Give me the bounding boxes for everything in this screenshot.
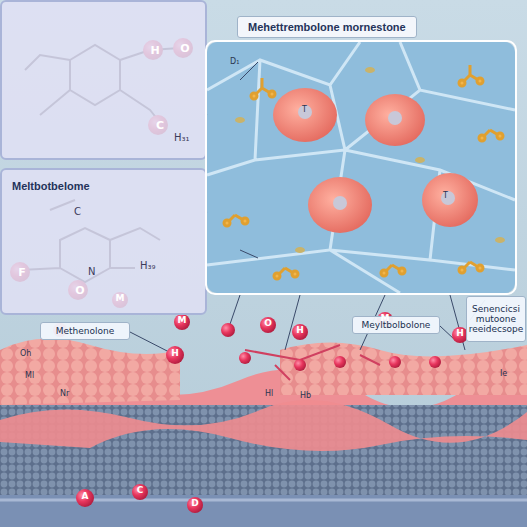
atom-label: H₃₉ — [140, 260, 156, 271]
box-label: Methenolone — [56, 326, 115, 336]
atom-letter: D — [188, 499, 202, 508]
atom-letter: M — [113, 294, 127, 303]
atom-letter: M — [378, 314, 392, 323]
panel-heading: Meltbotbelome — [12, 180, 90, 192]
label-box: Meyltbolbolone — [352, 316, 440, 334]
atom-letter: M — [175, 316, 189, 325]
atom-letter: A — [78, 492, 92, 501]
annotation: Ml — [25, 372, 34, 380]
annotation: Oh — [20, 350, 31, 358]
box-label: Senencicsi mutoone reeidecsope — [467, 304, 525, 334]
label-box: Methenolone — [40, 322, 130, 340]
panel-heading: Mehettrembolone mornestone — [237, 16, 417, 38]
annotation: D₁ — [230, 58, 239, 66]
annotation: Hb — [300, 392, 311, 400]
label-box: Senencicsi mutoone reeidecsope — [466, 296, 526, 342]
atom-letter: C — [133, 486, 147, 495]
structure-panel: MeltbotbelomeC F NO H₃₉ — [0, 168, 207, 315]
annotation: T — [443, 192, 448, 200]
atom-label: C — [152, 120, 168, 132]
annotation: Ie — [500, 370, 507, 378]
atom-letter: H — [168, 349, 182, 358]
cell-panel: Mehettrembolone mornestone — [205, 40, 517, 295]
atom-label: N — [88, 266, 95, 277]
structure-panel: H O C H₃₁ — [0, 0, 207, 160]
box-label: Meyltbolbolone — [362, 320, 431, 330]
annotation: Nr — [60, 390, 69, 398]
atom-letter: H — [293, 326, 307, 335]
annotation: T — [302, 106, 307, 114]
atom-letter: O — [261, 319, 275, 328]
atom-label: H — [147, 45, 163, 57]
atom-label: O — [72, 285, 88, 297]
atom-label: F — [14, 267, 30, 279]
atom-label: C — [74, 206, 81, 217]
atom-label: O — [177, 43, 193, 55]
annotation: Hl — [265, 390, 273, 398]
atom-label: H₃₁ — [174, 132, 190, 143]
atom-letter: H — [453, 329, 467, 338]
